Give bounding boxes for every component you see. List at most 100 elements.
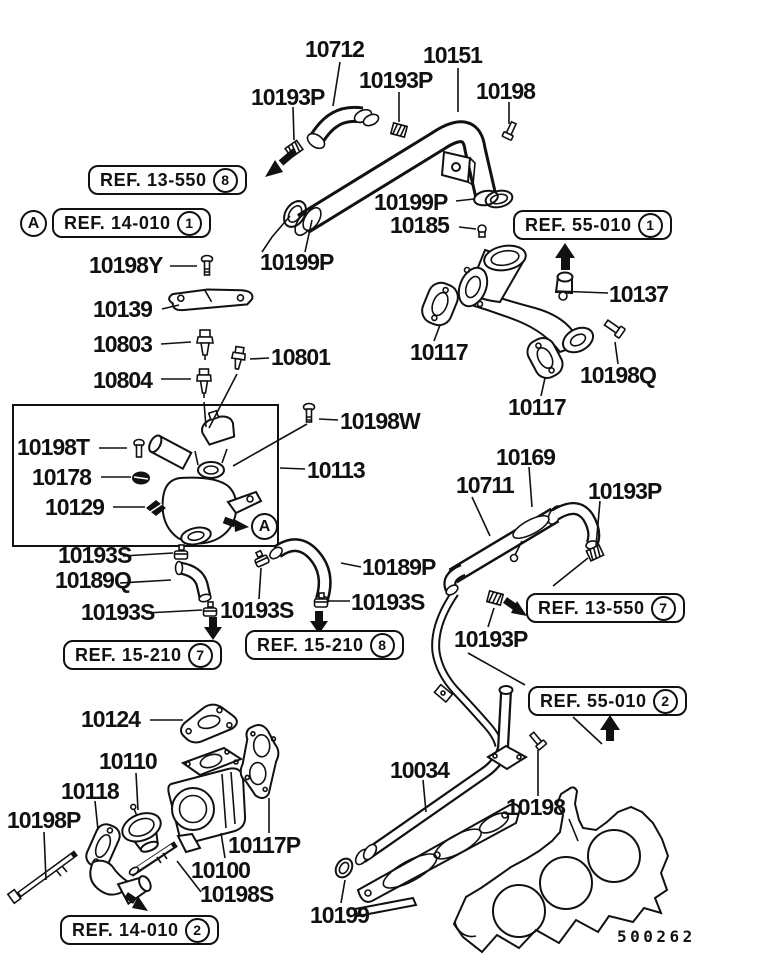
part-label-10151: 10151 bbox=[423, 42, 483, 68]
arrow-to-ref-13-550-7 bbox=[502, 597, 527, 616]
bracket-10139 bbox=[168, 288, 254, 312]
clamp-10193s-3 bbox=[254, 549, 270, 568]
drawing-number: 500262 bbox=[617, 927, 696, 946]
arrow-up-to-ref-55-010-2 bbox=[600, 715, 620, 741]
ref-box-55-010-2: REF. 55-010 2 bbox=[528, 686, 687, 716]
head-gasket-illustration bbox=[353, 803, 522, 918]
part-label-10199p: 10199P bbox=[260, 249, 334, 275]
stud-bolt-10198s bbox=[128, 841, 178, 877]
ref-box-13-550-8: REF. 13-550 8 bbox=[88, 165, 247, 195]
part-label-10803: 10803 bbox=[93, 331, 153, 357]
ref-number-circle: 7 bbox=[650, 595, 676, 621]
sensor-10803 bbox=[196, 329, 214, 360]
water-inlet-fitting-10113 bbox=[148, 409, 263, 546]
direction-arrows bbox=[124, 148, 620, 911]
part-label-10117: 10117 bbox=[410, 339, 469, 365]
thermostat-case-frame bbox=[12, 404, 279, 547]
part-label-10193s: 10193S bbox=[81, 599, 155, 625]
ref-label: REF. 13-550 bbox=[538, 597, 645, 618]
part-label-10801: 10801 bbox=[271, 344, 331, 370]
hose-10189q bbox=[174, 560, 212, 603]
leader-lines bbox=[43, 61, 619, 904]
part-label-10193s: 10193S bbox=[58, 542, 132, 568]
ref-number-circle: 2 bbox=[652, 688, 678, 714]
part-label-10711: 10711 bbox=[456, 472, 515, 498]
part-label-10193p: 10193P bbox=[359, 67, 433, 93]
water-pipe-10034 bbox=[334, 590, 548, 879]
bypass-pipe-10711 bbox=[443, 502, 601, 596]
part-label-10193s: 10193S bbox=[220, 597, 294, 623]
bolt-10198y bbox=[200, 254, 214, 276]
clamp-10193s-4 bbox=[313, 592, 329, 608]
part-label-10193p: 10193P bbox=[588, 478, 662, 504]
ref-number-circle: 2 bbox=[184, 917, 210, 943]
part-label-10712: 10712 bbox=[305, 36, 365, 62]
engine-block-illustration bbox=[452, 786, 670, 954]
part-label-10198y: 10198Y bbox=[89, 252, 163, 278]
part-label-10118: 10118 bbox=[61, 778, 120, 804]
ref-label: REF. 14-010 bbox=[64, 212, 171, 233]
ref-label: REF. 55-010 bbox=[525, 214, 632, 235]
part-label-10198s: 10198S bbox=[200, 881, 274, 907]
oring-10199 bbox=[334, 857, 354, 879]
water-pump-10100 bbox=[167, 746, 247, 854]
clamp-10193p-right bbox=[585, 543, 605, 563]
part-label-10124: 10124 bbox=[81, 706, 141, 732]
arrow-down-to-ref-15-210-7 bbox=[204, 617, 222, 640]
part-label-10193p: 10193P bbox=[251, 84, 325, 110]
ref-label: REF. 14-010 bbox=[72, 919, 179, 940]
part-label-10199: 10199 bbox=[310, 902, 370, 928]
ref-label: REF. 15-210 bbox=[75, 644, 182, 665]
outlet-flange bbox=[457, 266, 489, 308]
bolt-10198-upper bbox=[501, 120, 518, 141]
water-inlet-housing-10118 bbox=[85, 823, 152, 906]
ref-box-14-010-1: REF. 14-010 1 bbox=[52, 208, 211, 238]
gasket-10117-lower bbox=[526, 336, 564, 380]
part-label-10169: 10169 bbox=[496, 444, 556, 470]
part-label-10198: 10198 bbox=[476, 78, 536, 104]
part-label-10804: 10804 bbox=[93, 367, 153, 393]
part-label-10117p: 10117P bbox=[228, 832, 301, 858]
part-label-10193s: 10193S bbox=[351, 589, 425, 615]
ref-box-13-550-7: REF. 13-550 7 bbox=[526, 593, 685, 623]
ref-box-14-010-2: REF. 14-010 2 bbox=[60, 915, 219, 945]
water-pipe-10151 bbox=[283, 120, 518, 238]
part-label-10198p: 10198P bbox=[7, 807, 81, 833]
gasket-10124 bbox=[179, 703, 238, 744]
part-label-10034: 10034 bbox=[390, 757, 450, 783]
oring-10199p-left bbox=[283, 200, 307, 228]
ref-box-15-210-8: REF. 15-210 8 bbox=[245, 630, 404, 660]
stud-bolt-10198p bbox=[6, 850, 78, 905]
clamp-10193s-1 bbox=[173, 544, 189, 560]
ref-box-15-210-7: REF. 15-210 7 bbox=[63, 640, 222, 670]
bolt-10198-lower bbox=[528, 731, 548, 751]
view-marker-a-top: A bbox=[20, 210, 47, 237]
part-label-10185: 10185 bbox=[390, 212, 450, 238]
gasket-10117-upper bbox=[421, 281, 459, 327]
part-label-10189p: 10189P bbox=[362, 554, 436, 580]
sensor-port-stub bbox=[554, 271, 574, 301]
bolt-10198q bbox=[603, 318, 626, 339]
part-label-10113: 10113 bbox=[307, 457, 366, 483]
valve-10129 bbox=[146, 500, 166, 516]
arrow-to-ref-13-550-8 bbox=[265, 148, 298, 177]
part-label-10117: 10117 bbox=[508, 394, 567, 420]
part-label-10100: 10100 bbox=[191, 857, 251, 883]
bolt-10185 bbox=[477, 224, 487, 238]
ref-label: REF. 55-010 bbox=[540, 690, 647, 711]
part-label-10137: 10137 bbox=[609, 281, 669, 307]
sensor-10801 bbox=[230, 345, 246, 371]
clamp-10193p-top-mid bbox=[389, 121, 409, 139]
part-label-10198w: 10198W bbox=[340, 408, 421, 434]
ref-label: REF. 13-550 bbox=[100, 169, 207, 190]
clamp-10193s-2 bbox=[202, 601, 218, 617]
arrow-up-to-ref-55-010-1 bbox=[555, 243, 575, 270]
water-outlet-fitting-10137 bbox=[457, 244, 595, 354]
ref-box-55-010-1: REF. 55-010 1 bbox=[513, 210, 672, 240]
part-label-10199p: 10199P bbox=[374, 189, 448, 215]
ref-number-circle: 1 bbox=[176, 210, 202, 236]
ref-number-circle: 1 bbox=[637, 212, 663, 238]
part-label-10110: 10110 bbox=[99, 748, 158, 774]
